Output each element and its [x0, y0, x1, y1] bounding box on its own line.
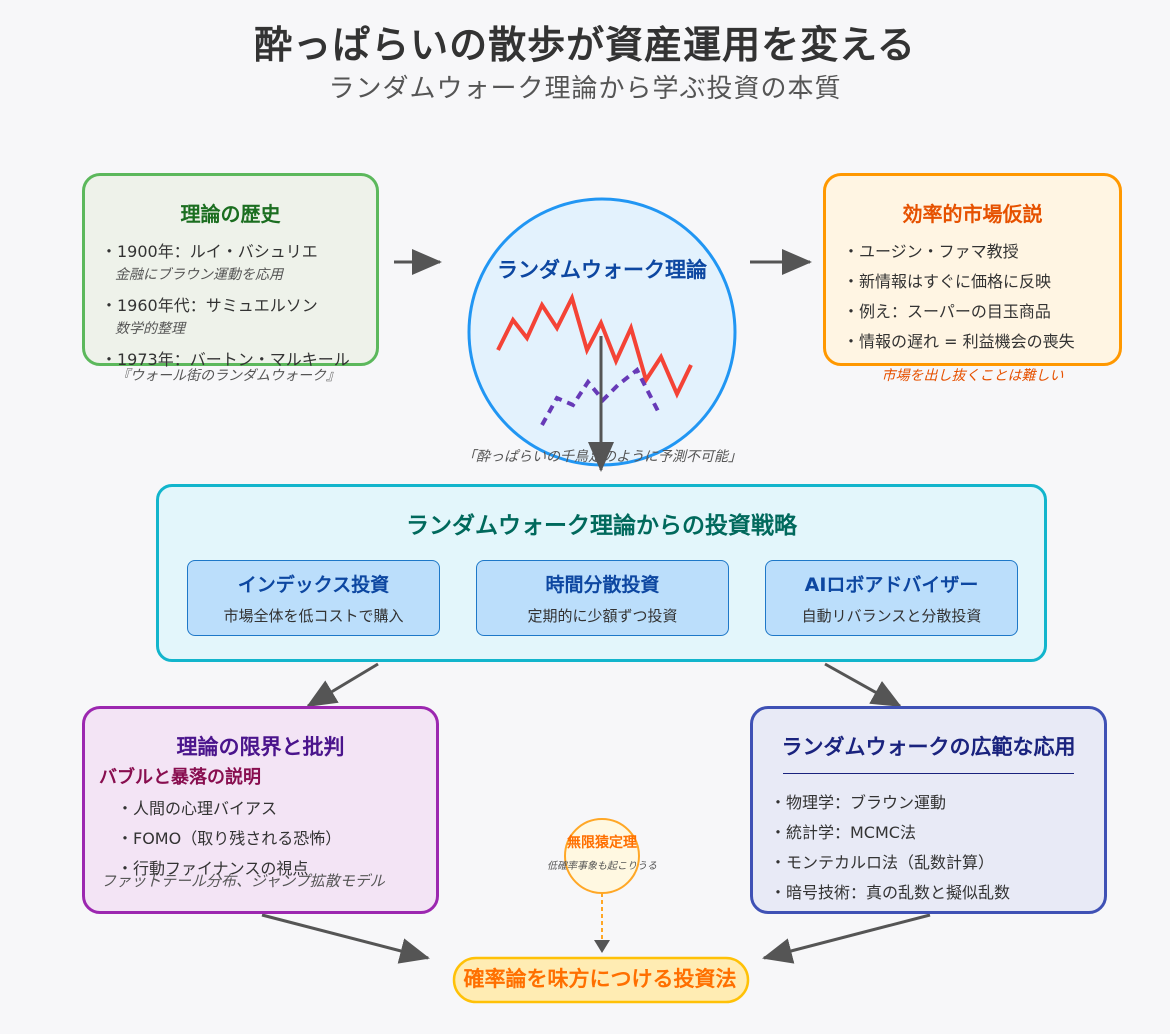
limits-item: ・行動ファイナンスの視点 [117, 859, 309, 878]
emh-item: ・新情報はすぐに価格に反映 [843, 272, 1052, 291]
limits-item: ・FOMO（取り残される恐怖） [117, 829, 342, 848]
history-box: 理論の歴史 ・1900年：ルイ・バシュリエ 金融にブラウン運動を応用 ・1960… [82, 173, 379, 369]
apps-item: ・暗号技術：真の乱数と擬似乱数 [770, 883, 1011, 902]
conclusion-pill [452, 956, 750, 1004]
monkey-title: 無限猿定理 [567, 835, 637, 851]
strategy-box: ランダムウォーク理論からの投資戦略 インデックス投資 市場全体を低コストで購入 … [156, 484, 1047, 662]
strategy-card-dca: 時間分散投資 定期的に少額ずつ投資 [476, 560, 729, 636]
history-note: 金融にブラウン運動を応用 [115, 267, 283, 283]
apps-item: ・モンテカルロ法（乱数計算） [770, 853, 995, 872]
conclusion-label: 確率論を味方につける投資法 [463, 967, 737, 991]
history-item: ・1900年：ルイ・バシュリエ [101, 242, 318, 261]
emh-note: 市場を出し抜くことは難しい [881, 368, 1064, 384]
limits-item: ・人間の心理バイアス [117, 799, 278, 818]
limits-title: 理論の限界と批判 [176, 735, 345, 759]
strategy-card-index: インデックス投資 市場全体を低コストで購入 [187, 560, 440, 636]
strategy-card-desc: 市場全体を低コストで購入 [223, 607, 404, 625]
apps-box: ランダムウォークの広範な応用 ・物理学：ブラウン運動 ・統計学：MCMC法 ・モ… [750, 706, 1107, 914]
emh-box: 効率的市場仮説 ・ユージン・ファマ教授 ・新情報はすぐに価格に反映 ・例え：スー… [823, 173, 1122, 366]
random-walk-red-line [496, 292, 693, 399]
monkey-note: 低確率事象も起こりうる [547, 861, 657, 872]
history-item: ・1973年：バートン・マルキール [101, 350, 350, 369]
strategy-card-desc: 自動リバランスと分散投資 [801, 607, 982, 625]
strategy-card-desc: 定期的に少額ずつ投資 [527, 607, 678, 625]
limits-note: ファットテール分布、ジャンプ拡散モデル [101, 872, 385, 890]
arrow-monkey-head [594, 940, 610, 953]
strategy-title: ランダムウォーク理論からの投資戦略 [406, 513, 797, 539]
history-title: 理論の歴史 [180, 202, 281, 226]
limits-box: 理論の限界と批判 バブルと暴落の説明 ・人間の心理バイアス ・FOMO（取り残さ… [82, 706, 439, 914]
page-title: 酔っぱらいの散歩が資産運用を変える [254, 23, 916, 67]
emh-item: ・ユージン・ファマ教授 [843, 242, 1019, 261]
random-walk-title: ランダムウォーク理論 [497, 258, 707, 282]
strategy-card-title: 時間分散投資 [545, 574, 660, 596]
history-book-note: 『ウォール街のランダムウォーク』 [116, 368, 340, 384]
arrow-strategy-to-limits [306, 662, 379, 708]
page-subtitle: ランダムウォーク理論から学ぶ投資の本質 [328, 74, 842, 104]
emh-item: ・例え：スーパーの目玉商品 [843, 302, 1051, 321]
random-walk-purple-line [540, 366, 661, 426]
limits-subtitle: バブルと暴落の説明 [99, 767, 261, 788]
apps-item: ・物理学：ブラウン運動 [770, 793, 947, 812]
apps-divider [783, 773, 1074, 774]
history-item: ・1960年代：サミュエルソン [101, 296, 318, 315]
random-walk-caption: 「酔っぱらいの千鳥足のように予測不可能」 [462, 449, 742, 465]
apps-item: ・統計学：MCMC法 [770, 823, 916, 842]
arrow-strategy-to-apps [824, 662, 902, 708]
monkey-theorem-circle [564, 818, 640, 894]
history-note: 数学的整理 [115, 321, 185, 337]
emh-item: ・情報の遅れ = 利益機会の喪失 [843, 332, 1075, 351]
strategy-card-title: インデックス投資 [237, 574, 390, 596]
arrow-apps-to-conclusion [762, 913, 931, 964]
arrow-limits-to-conclusion [261, 913, 430, 964]
emh-title: 効率的市場仮説 [902, 202, 1043, 226]
apps-title: ランダムウォークの広範な応用 [781, 735, 1076, 759]
strategy-card-title: AIロボアドバイザー [804, 574, 979, 596]
strategy-card-robo: AIロボアドバイザー 自動リバランスと分散投資 [765, 560, 1018, 636]
